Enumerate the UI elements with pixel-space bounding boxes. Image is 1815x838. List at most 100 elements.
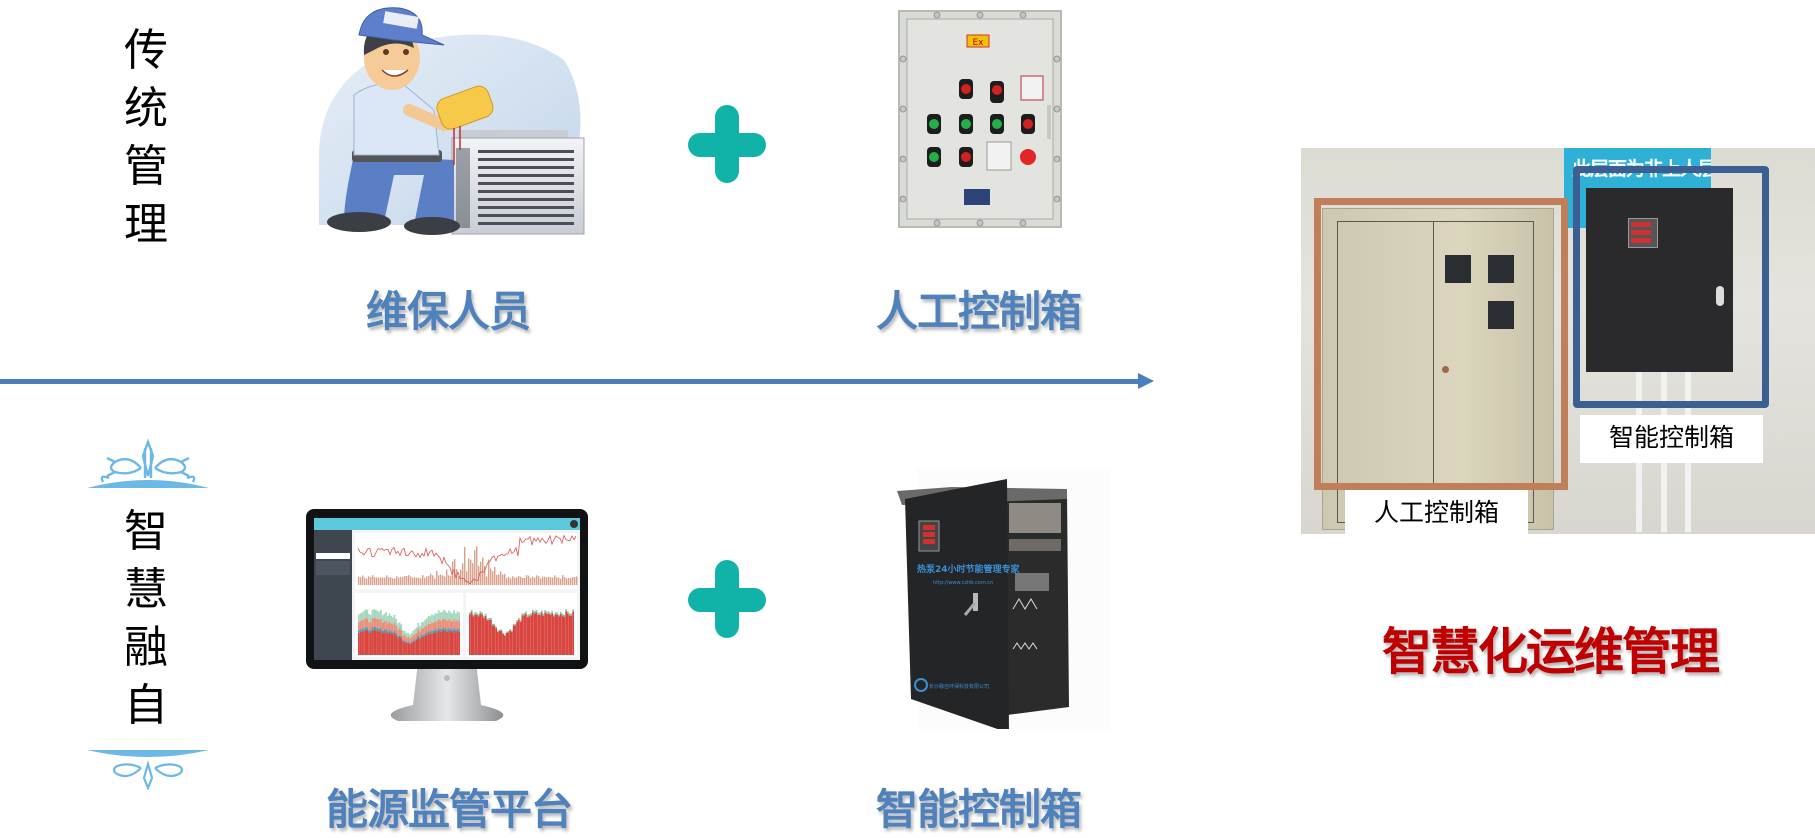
dashboard-bar bbox=[519, 620, 522, 622]
dashboard-bar bbox=[533, 611, 536, 614]
manual-cabinet bbox=[1322, 208, 1554, 530]
dashboard-bar bbox=[456, 628, 459, 631]
dashboard-bar bbox=[507, 632, 510, 655]
dashboard-bar bbox=[528, 614, 531, 617]
dashboard-bar bbox=[565, 611, 568, 655]
dashboard-bar bbox=[469, 612, 471, 615]
dashboard-bar bbox=[497, 631, 499, 655]
dashboard-bar bbox=[444, 619, 447, 629]
dashboard-bar bbox=[567, 611, 569, 614]
ornament-top-icon bbox=[87, 438, 209, 488]
dashboard-bar bbox=[412, 630, 415, 636]
dashboard-bar bbox=[420, 635, 423, 637]
dashboard-bar bbox=[508, 576, 510, 585]
dashboard-bar bbox=[448, 610, 450, 619]
dashboard-bar bbox=[458, 576, 460, 585]
dashboard-bar bbox=[403, 640, 406, 642]
dashboard-bar bbox=[523, 615, 526, 655]
dashboard-bar bbox=[358, 614, 360, 623]
dashboard-bar bbox=[526, 575, 528, 585]
dashboard-bar bbox=[431, 630, 433, 633]
dashboard-bar bbox=[397, 623, 399, 630]
dashboard-bar bbox=[556, 612, 559, 615]
dashboard-bar bbox=[474, 550, 476, 585]
dashboard-bar bbox=[395, 635, 398, 655]
dashboard-bar bbox=[434, 578, 436, 585]
dashboard-bar bbox=[570, 613, 573, 616]
dashboard-bar bbox=[558, 577, 560, 585]
dashboard-bar bbox=[532, 609, 534, 613]
dashboard-bar bbox=[394, 578, 396, 585]
maintenance-worker-illustration bbox=[319, 7, 585, 235]
arrow-right-icon bbox=[1138, 373, 1154, 389]
dashboard-bar bbox=[446, 620, 449, 630]
dashboard-bar bbox=[490, 617, 492, 620]
dashboard-bar bbox=[572, 577, 574, 585]
dashboard-bar bbox=[381, 615, 384, 623]
dashboard-bar bbox=[364, 629, 367, 655]
dashboard-bar bbox=[441, 612, 443, 621]
dashboard-bar bbox=[438, 575, 440, 585]
dashboard-bar bbox=[506, 578, 508, 585]
dashboard-bar bbox=[364, 617, 367, 628]
dashboard-bar bbox=[415, 639, 418, 655]
dashboard-bar bbox=[380, 618, 382, 628]
heading-char: 理 bbox=[124, 199, 168, 250]
dashboard-bar bbox=[410, 643, 413, 655]
dashboard-bar bbox=[431, 632, 433, 655]
dashboard-bar bbox=[359, 632, 362, 655]
dashboard-bar bbox=[437, 610, 440, 619]
dashboard-bar bbox=[409, 642, 411, 644]
dashboard-bar bbox=[472, 614, 475, 617]
dashboard-bar bbox=[495, 628, 498, 655]
dashboard-bar bbox=[544, 612, 547, 655]
timeline-arrow bbox=[0, 379, 1140, 384]
dashboard-bar bbox=[451, 629, 454, 633]
dashboard-bar bbox=[441, 628, 443, 632]
dashboard-bar bbox=[446, 629, 449, 632]
dashboard-bar bbox=[496, 574, 498, 585]
dashboard-bar bbox=[572, 609, 575, 612]
dashboard-bar bbox=[431, 614, 433, 623]
dashboard-bar bbox=[493, 625, 496, 655]
dashboard-bar bbox=[410, 576, 412, 585]
dashboard-bar bbox=[395, 625, 398, 633]
dashboard-bar bbox=[426, 632, 428, 635]
dashboard-bar bbox=[378, 619, 381, 629]
dashboard-bar bbox=[442, 575, 444, 585]
dashboard-bar bbox=[486, 620, 489, 655]
dashboard-bar bbox=[451, 621, 454, 630]
dashboard-bar bbox=[554, 612, 557, 615]
dashboard-bar bbox=[488, 619, 491, 655]
dashboard-bar bbox=[430, 573, 432, 585]
dashboard-bar bbox=[400, 630, 403, 637]
dashboard-bar bbox=[525, 611, 527, 614]
dashboard-bar bbox=[361, 631, 364, 655]
dashboard-bar bbox=[539, 614, 541, 655]
dashboard-bar bbox=[439, 620, 442, 629]
dashboard-bar bbox=[509, 630, 512, 655]
dashboard-bar bbox=[428, 575, 430, 585]
heading-char: 统 bbox=[124, 83, 168, 134]
dashboard-bar bbox=[514, 577, 516, 585]
dashboard-bar bbox=[542, 614, 545, 617]
dashboard-bar bbox=[398, 622, 401, 629]
dashboard-bar bbox=[469, 614, 471, 655]
dashboard-bar bbox=[417, 635, 420, 638]
dashboard-bar bbox=[414, 629, 416, 635]
dashboard-bar bbox=[402, 635, 404, 641]
dashboard-bar bbox=[451, 632, 454, 655]
dashboard-bar bbox=[553, 614, 555, 617]
dashboard-bar bbox=[405, 633, 408, 638]
dashboard-bar bbox=[407, 641, 409, 643]
dashboard-bar bbox=[368, 614, 370, 622]
dashboard-bar bbox=[436, 629, 438, 633]
dashboard-bar bbox=[426, 618, 428, 626]
dashboard-bar bbox=[403, 630, 406, 636]
traditional-management-heading: 传 统 管 理 bbox=[121, 22, 171, 254]
dashboard-bar bbox=[502, 574, 504, 585]
dashboard-bar bbox=[443, 627, 445, 631]
dashboard-bar bbox=[533, 613, 536, 655]
dashboard-bar bbox=[551, 613, 554, 655]
dashboard-bar bbox=[392, 632, 394, 635]
